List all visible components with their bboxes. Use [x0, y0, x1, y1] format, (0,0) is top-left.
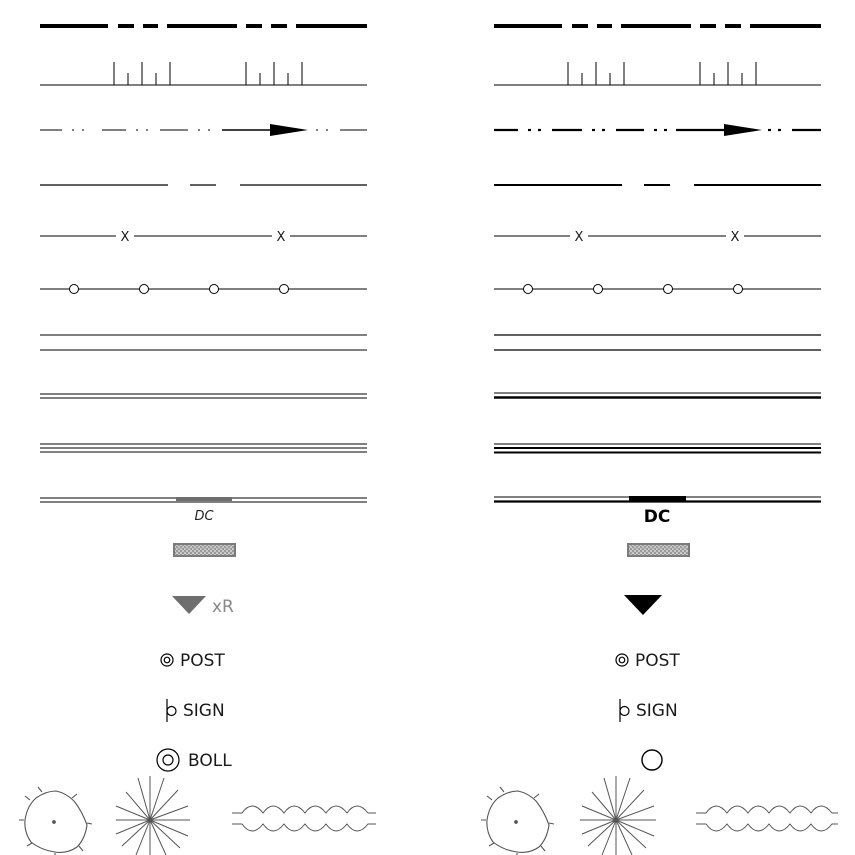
right-double-line-tight: [494, 392, 821, 399]
right-tick-line: [494, 62, 821, 86]
left-palm-burst-icon: [115, 776, 190, 855]
left-triple-line: [40, 443, 367, 453]
right-tree-outline-icon: [481, 786, 555, 855]
left-boll-label: BOLL: [188, 751, 232, 771]
left-triangle-icon: [172, 596, 206, 614]
right-post-icon: [615, 653, 629, 667]
right-panel: X X DC: [481, 24, 838, 855]
left-post-label: POST: [180, 651, 225, 671]
left-panel: X X DC: [19, 24, 376, 855]
left-dc-label: DC: [194, 509, 214, 524]
right-triple-line: [494, 443, 821, 454]
left-circle-marker-line: [40, 284, 367, 294]
left-sign-label: SIGN: [183, 701, 225, 721]
right-circle-marker-line: [494, 284, 821, 294]
left-tree-outline-icon: [19, 786, 93, 855]
right-x-marker-1: X: [575, 230, 584, 245]
left-post-icon: [160, 653, 174, 667]
right-dc-label: DC: [644, 507, 671, 527]
left-sign-icon: [166, 699, 177, 722]
right-x-marker-2: X: [731, 230, 740, 245]
left-x-marker-2: X: [277, 230, 286, 245]
right-dc-bar: [629, 496, 686, 501]
left-hedge-icon: [232, 805, 376, 832]
left-triangle-label: xR: [212, 597, 234, 617]
right-bollard-icon: [641, 749, 663, 771]
left-bollard-icon: [156, 748, 180, 772]
left-tick-line: [40, 62, 367, 86]
left-double-line-tight: [40, 393, 367, 399]
left-dc-bar: [176, 497, 232, 501]
right-hatch-block: [627, 543, 690, 557]
right-double-line-wide: [494, 334, 821, 351]
left-flow-arrowhead: [270, 124, 308, 136]
right-post-label: POST: [635, 651, 680, 671]
right-palm-burst-icon: [580, 776, 656, 855]
left-x-marker-1: X: [121, 230, 130, 245]
right-hedge-icon: [696, 805, 838, 832]
right-triangle-icon: [624, 595, 662, 615]
right-sign-icon: [619, 699, 630, 722]
left-double-line-wide: [40, 334, 367, 351]
right-sign-label: SIGN: [636, 701, 678, 721]
left-hatch-block: [173, 543, 236, 557]
right-flow-arrowhead: [724, 124, 762, 136]
